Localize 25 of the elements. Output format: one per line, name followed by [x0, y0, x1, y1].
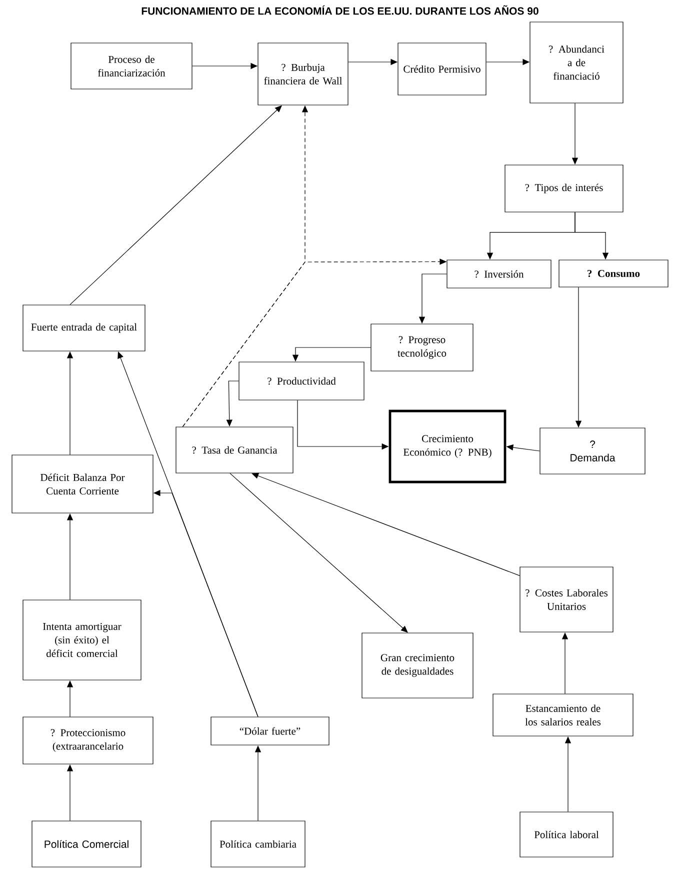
process-box: ? Consumo: [558, 260, 668, 288]
process-box: ? Demanda: [540, 428, 646, 474]
process-box: Crédito Permisivo: [398, 42, 486, 96]
process-box: ? Proteccionismo (extraarancelario: [22, 716, 154, 764]
process-box: “Dólar fuerte”: [210, 716, 330, 746]
process-box: Intenta amortiguar (sin éxito) el déficit comercial: [22, 600, 142, 680]
process-box: Política cambiaria: [210, 820, 306, 868]
process-box: ? Progreso tecnológico: [370, 324, 474, 372]
process-box: ? Productividad: [238, 362, 364, 400]
process-box: Fuerte entrada de capital: [22, 304, 146, 352]
process-box: ? Burbuja financiera de Wall: [258, 42, 348, 106]
process-box: ? Costes Laborales Unitarios: [520, 566, 614, 632]
process-box: Política Comercial: [32, 820, 142, 868]
process-box: Estancamiento de los salarios reales: [492, 694, 634, 736]
process-box: ? Inversión: [446, 260, 552, 288]
process-box: ? Tipos de interés: [504, 164, 624, 212]
process-box: Gran crecimiento de desigualdades: [362, 632, 474, 698]
process-box: Déficit Balanza Por Cuenta Corriente: [12, 454, 154, 514]
arrow: [252, 472, 520, 576]
process-box: ? Tasa de Ganancia: [176, 426, 294, 474]
process-box: ? Abundanci a de financiació: [530, 22, 624, 104]
process-box: Proceso de financiarización: [70, 42, 192, 90]
highlight-box: Crecimiento Económico (? PNB): [388, 410, 506, 484]
title: FUNCIONAMIENTO DE LA ECONOMÍA DE LOS EE.UU. DURANTE LOS AÑOS 90: [142, 5, 538, 15]
process-box: Política laboral: [520, 812, 614, 858]
